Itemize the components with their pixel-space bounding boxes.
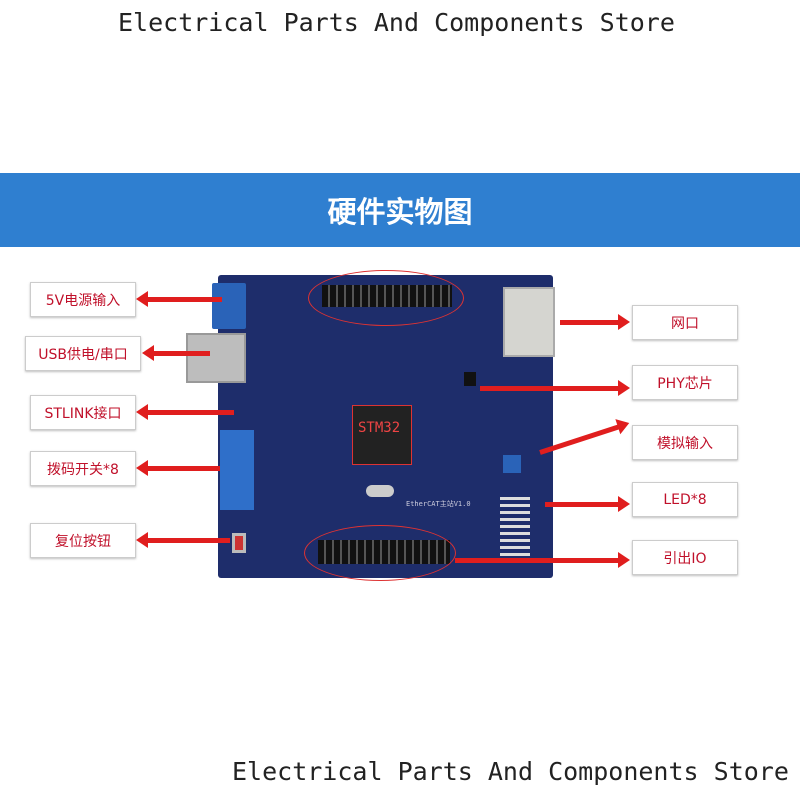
potentiometer xyxy=(503,455,521,473)
label-ethernet: 网口 xyxy=(632,305,738,340)
label-io: 引出IO xyxy=(632,540,738,575)
arrow-dip-switch xyxy=(136,460,220,476)
ethernet-jack xyxy=(503,287,555,357)
power-terminal xyxy=(212,283,246,329)
watermark-top: Electrical Parts And Components Store xyxy=(118,8,675,37)
label-analog: 模拟输入 xyxy=(632,425,738,460)
usb-port xyxy=(186,333,246,383)
watermark-bottom: Electrical Parts And Components Store xyxy=(232,757,789,786)
arrow-reset xyxy=(136,532,230,548)
arrow-usb xyxy=(142,345,210,361)
label-dip-switch: 拨码开关*8 xyxy=(30,451,136,486)
title-banner: 硬件实物图 xyxy=(0,173,800,247)
led-array xyxy=(500,497,530,557)
crystal xyxy=(366,485,394,497)
phy-chip xyxy=(464,372,476,386)
label-stlink: STLINK接口 xyxy=(30,395,136,430)
arrow-ethernet xyxy=(560,314,630,330)
arrow-stlink xyxy=(136,404,234,420)
dip-switch xyxy=(220,430,254,510)
stm32-chip xyxy=(352,405,412,465)
label-led: LED*8 xyxy=(632,482,738,517)
label-phy: PHY芯片 xyxy=(632,365,738,400)
banner-title: 硬件实物图 xyxy=(327,195,473,229)
arrow-io xyxy=(455,552,630,568)
label-reset: 复位按钮 xyxy=(30,523,136,558)
pcb-board-photo: STM32 EtherCAT主站V1.0 xyxy=(186,270,555,581)
label-5v-power: 5V电源输入 xyxy=(30,282,136,317)
bottom-header-highlight xyxy=(304,525,456,581)
arrow-led xyxy=(545,496,630,512)
label-usb: USB供电/串口 xyxy=(25,336,141,371)
top-header-highlight xyxy=(308,270,464,326)
arrow-phy xyxy=(480,380,630,396)
board-label: EtherCAT主站V1.0 xyxy=(406,500,471,508)
chip-label: STM32 xyxy=(358,420,401,436)
arrow-5v-power xyxy=(136,291,222,307)
reset-button xyxy=(232,533,246,553)
